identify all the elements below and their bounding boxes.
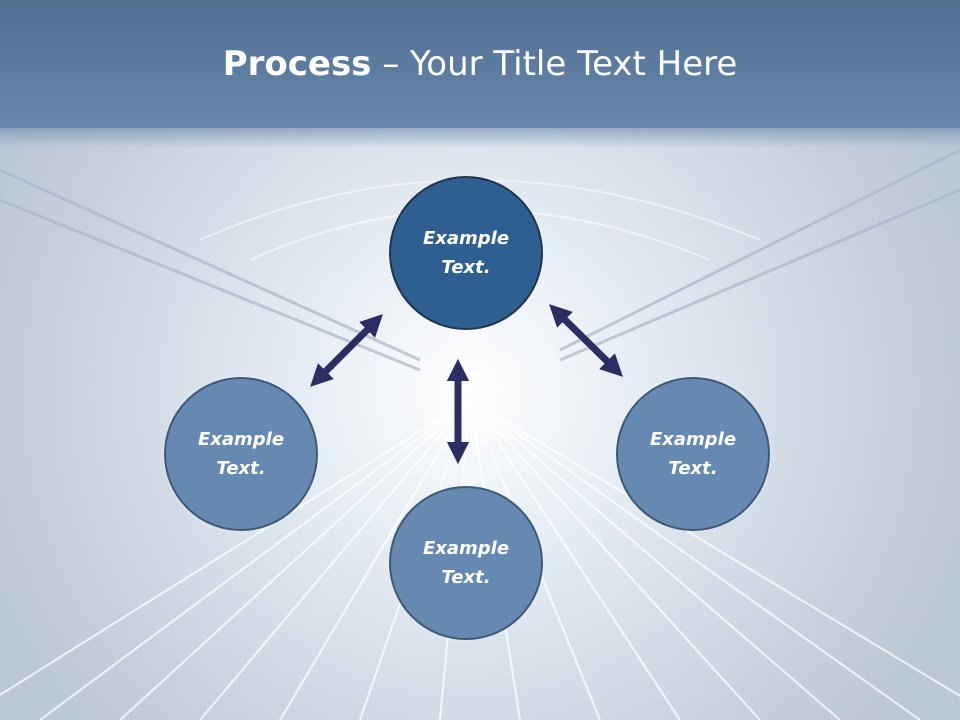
node-top: Example Text. bbox=[389, 176, 543, 330]
title-bar: Process – Your Title Text Here bbox=[0, 0, 960, 148]
slide-title: Process – Your Title Text Here bbox=[223, 44, 738, 84]
title-bold: Process bbox=[222, 44, 372, 84]
title-rest: – Your Title Text Here bbox=[371, 44, 738, 84]
node-right: Example Text. bbox=[616, 377, 770, 531]
node-right-text: Example Text. bbox=[649, 429, 737, 479]
node-left-text: Example Text. bbox=[197, 429, 285, 479]
node-bottom: Example Text. bbox=[389, 486, 543, 640]
node-left: Example Text. bbox=[164, 377, 318, 531]
node-bottom-text: Example Text. bbox=[422, 538, 510, 588]
node-top-text: Example Text. bbox=[422, 228, 510, 278]
